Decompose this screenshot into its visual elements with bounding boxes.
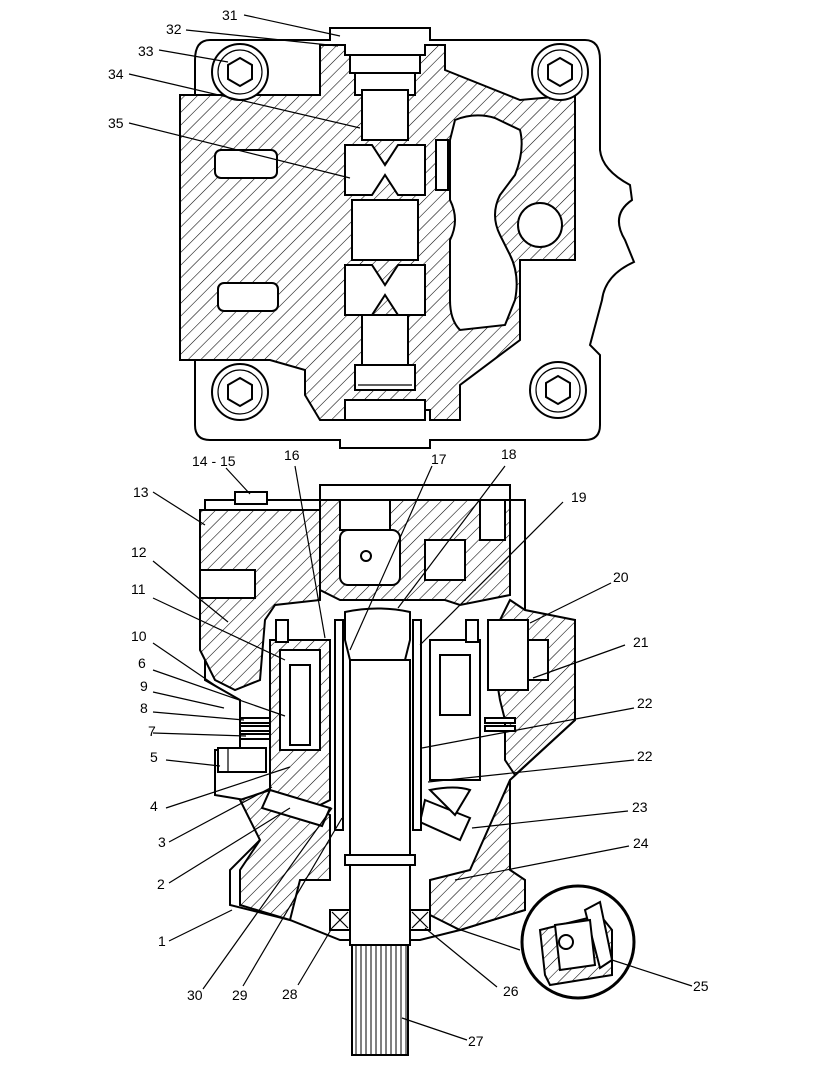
- top-bolt-upper-right: [531, 43, 589, 101]
- top-bolt-lower-right: [529, 361, 587, 419]
- callout-5: 5: [150, 749, 158, 765]
- callout-12: 12: [131, 544, 147, 560]
- callout-22a: 22: [637, 695, 653, 711]
- leader-lines: [128, 14, 693, 1041]
- splined-shaft-end: [351, 944, 409, 1056]
- callout-3: 3: [158, 834, 166, 850]
- top-right-cavity: [449, 114, 523, 332]
- callout-19: 19: [571, 489, 587, 505]
- callout-24: 24: [633, 835, 649, 851]
- callout-35: 35: [108, 115, 124, 131]
- callout-labels: 31 32 33 34 35 14 - 15 16 17 18 13 19 12…: [108, 7, 709, 1049]
- callout-22b: 22: [637, 748, 653, 764]
- callout-6: 6: [138, 655, 146, 671]
- spring-stack: [239, 717, 516, 740]
- callout-25: 25: [693, 978, 709, 994]
- callout-9: 9: [140, 678, 148, 694]
- drive-shaft: [334, 607, 422, 1056]
- callout-34: 34: [108, 66, 124, 82]
- callout-1: 1: [158, 933, 166, 949]
- top-view: [179, 27, 636, 449]
- callout-16: 16: [284, 447, 300, 463]
- callout-31: 31: [222, 7, 238, 23]
- callout-21: 21: [633, 634, 649, 650]
- callout-33: 33: [138, 43, 154, 59]
- callout-29: 29: [232, 987, 248, 1003]
- seal-detail-circle: [520, 884, 636, 1000]
- callout-18: 18: [501, 446, 517, 462]
- bottom-view: [199, 484, 636, 1056]
- callout-28: 28: [282, 986, 298, 1002]
- callout-26: 26: [503, 983, 519, 999]
- callout-8: 8: [140, 700, 148, 716]
- callout-7: 7: [148, 723, 156, 739]
- callout-14-15: 14 - 15: [192, 453, 236, 469]
- callout-13: 13: [133, 484, 149, 500]
- callout-2: 2: [157, 876, 165, 892]
- top-bolt-upper-left: [211, 43, 269, 101]
- top-bolt-lower-left: [211, 363, 269, 421]
- callout-11: 11: [131, 581, 146, 597]
- callout-4: 4: [150, 798, 158, 814]
- callout-10: 10: [131, 628, 147, 644]
- callout-27: 27: [468, 1033, 484, 1049]
- callout-20: 20: [613, 569, 629, 585]
- callout-32: 32: [166, 21, 182, 37]
- callout-17: 17: [431, 451, 447, 467]
- callout-30: 30: [187, 987, 203, 1003]
- callout-23: 23: [632, 799, 648, 815]
